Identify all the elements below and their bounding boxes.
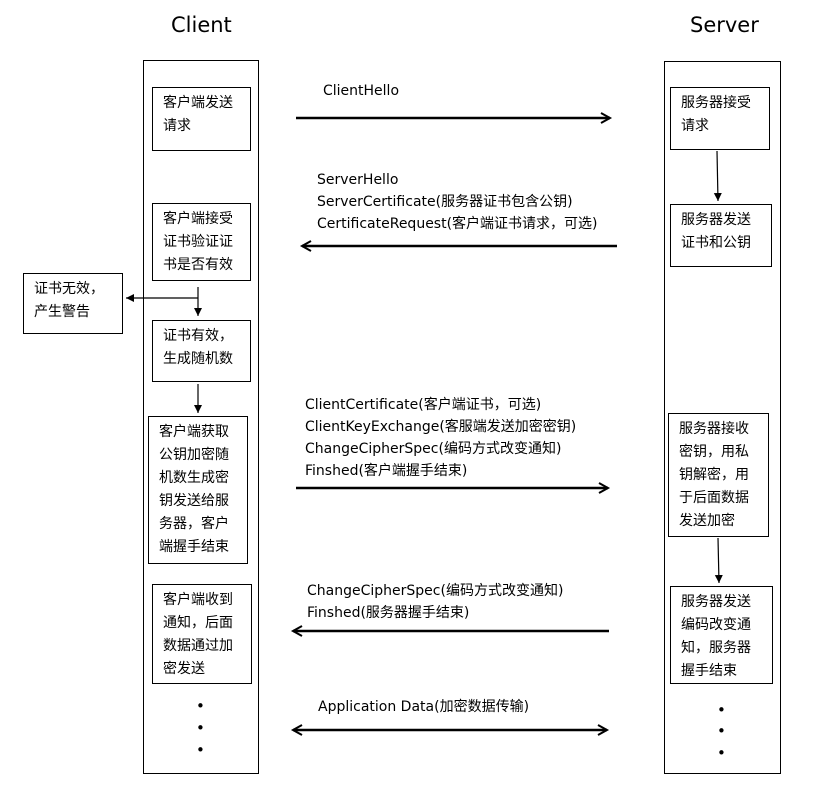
box-line: 公钥加密随 — [159, 447, 229, 463]
box-line: 服务器发送 — [681, 594, 751, 610]
box-line: 端握手结束 — [159, 539, 229, 555]
box-line: 书是否有效 — [163, 257, 233, 273]
server-continuation-dot: • — [717, 744, 726, 762]
message-line: ChangeCipherSpec(编码方式改变通知) — [305, 441, 562, 457]
client-title: Client — [171, 13, 232, 37]
box-line: 产生警告 — [34, 304, 90, 320]
box-line: 编码改变通 — [681, 617, 751, 633]
message-line: Finshed(服务器握手结束) — [307, 605, 470, 621]
box-line: 客户端接受 — [163, 211, 233, 227]
client-continuation-dot: • — [196, 719, 205, 737]
box-line: 客户端获取 — [159, 424, 229, 440]
message-server-finished: ChangeCipherSpec(编码方式改变通知) Finshed(服务器握手… — [307, 580, 563, 624]
server-box-accept-request: 服务器接受 请求 — [670, 87, 770, 150]
box-line: 请求 — [681, 118, 709, 134]
arrow-accept-to-send-cert — [713, 150, 722, 202]
client-continuation-dot: • — [196, 697, 205, 715]
box-line: 证书和公钥 — [681, 235, 751, 251]
box-line: 于后面数据 — [679, 490, 749, 506]
box-line: 钥解密，用 — [679, 467, 749, 483]
arrow-receive-to-change — [714, 537, 723, 584]
client-box-verify-certificate: 客户端接受 证书验证证 书是否有效 — [152, 203, 251, 281]
client-box-received-notice: 客户端收到 通知，后面 数据通过加 密发送 — [152, 584, 252, 684]
message-line: ServerCertificate(服务器证书包含公钥) — [317, 194, 573, 210]
client-box-send-request: 客户端发送 请求 — [152, 87, 251, 151]
box-line: 密钥，用私 — [679, 444, 749, 460]
message-line: ClientHello — [323, 83, 400, 99]
message-line: ClientCertificate(客户端证书，可选) — [305, 397, 542, 413]
box-line: 知，服务器 — [681, 640, 751, 656]
message-line: ChangeCipherSpec(编码方式改变通知) — [307, 583, 564, 599]
invalid-certificate-box: 证书无效， 产生警告 — [23, 273, 123, 334]
box-line: 数据通过加 — [163, 638, 233, 654]
box-line: 密发送 — [163, 661, 205, 677]
box-line: 生成随机数 — [163, 351, 233, 367]
box-line: 客户端收到 — [163, 592, 233, 608]
client-box-generate-random: 证书有效， 生成随机数 — [152, 320, 251, 382]
server-box-receive-key: 服务器接收 密钥，用私 钥解密，用 于后面数据 发送加密 — [668, 413, 769, 537]
box-line: 机数生成密 — [159, 470, 229, 486]
server-title: Server — [690, 13, 759, 37]
client-continuation-dot: • — [196, 741, 205, 759]
message-line: Application Data(加密数据传输) — [318, 699, 530, 715]
box-line: 钥发送给服 — [159, 493, 229, 509]
server-box-send-certificate: 服务器发送 证书和公钥 — [670, 204, 772, 267]
box-line: 服务器接收 — [679, 421, 749, 437]
box-line: 通知，后面 — [163, 615, 233, 631]
box-line: 证书有效， — [163, 328, 233, 344]
message-client-hello: ClientHello — [323, 80, 399, 102]
server-box-change-notice: 服务器发送 编码改变通 知，服务器 握手结束 — [670, 586, 773, 684]
box-line: 务器，客户 — [159, 516, 229, 532]
box-line: 握手结束 — [681, 663, 737, 679]
box-line: 请求 — [163, 118, 191, 134]
client-box-encrypt-key: 客户端获取 公钥加密随 机数生成密 钥发送给服 务器，客户 端握手结束 — [148, 416, 248, 564]
box-line: 发送加密 — [679, 513, 735, 529]
message-server-hello: ServerHello ServerCertificate(服务器证书包含公钥)… — [317, 169, 598, 235]
box-line: 证书验证证 — [163, 234, 233, 250]
server-continuation-dot: • — [717, 701, 726, 719]
message-line: CertificateRequest(客户端证书请求，可选) — [317, 216, 598, 232]
box-line: 客户端发送 — [163, 95, 233, 111]
message-line: Finshed(客户端握手结束) — [305, 463, 468, 479]
server-continuation-dot: • — [717, 722, 726, 740]
message-application-data: Application Data(加密数据传输) — [318, 696, 529, 718]
box-line: 证书无效， — [34, 281, 104, 297]
box-line: 服务器发送 — [681, 212, 751, 228]
box-line: 服务器接受 — [681, 95, 751, 111]
message-client-key-exchange: ClientCertificate(客户端证书，可选) ClientKeyExc… — [305, 394, 576, 482]
message-line: ClientKeyExchange(客服端发送加密密钥) — [305, 419, 577, 435]
message-line: ServerHello — [317, 172, 399, 188]
